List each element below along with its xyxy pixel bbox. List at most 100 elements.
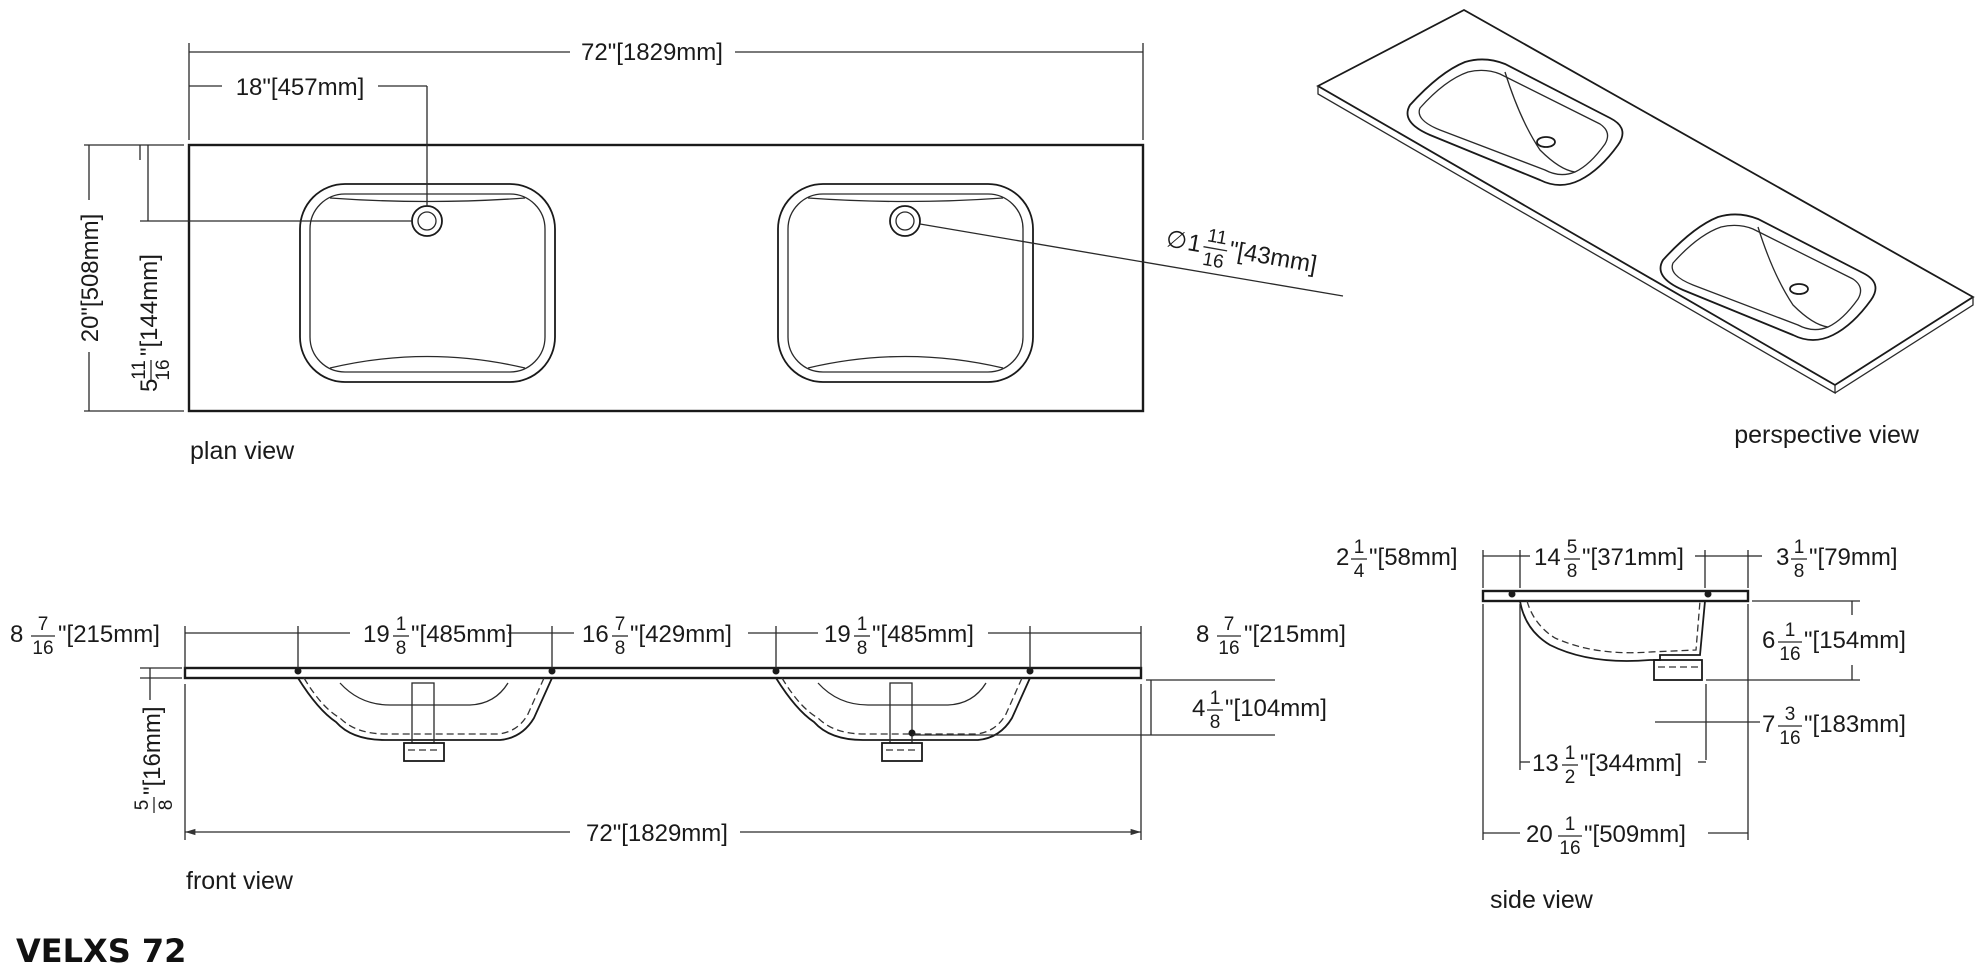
front-thickness-label: 5 8 "[16mm] [132, 706, 177, 813]
svg-text:7: 7 [1224, 614, 1235, 635]
svg-text:16: 16 [153, 359, 174, 380]
svg-text:14: 14 [1534, 544, 1561, 571]
svg-text:4: 4 [1354, 561, 1365, 582]
svg-text:8: 8 [156, 800, 177, 811]
svg-text:19: 19 [824, 621, 851, 648]
svg-text:16: 16 [32, 638, 53, 659]
svg-text:"[43mm]: "[43mm] [1227, 236, 1319, 278]
side-overall-label: 20 1 16 "[509mm] [1526, 814, 1686, 859]
plan-left-bowl [299, 183, 556, 383]
svg-text:2: 2 [1565, 767, 1576, 788]
svg-text:3: 3 [1785, 704, 1796, 725]
svg-text:8: 8 [615, 638, 626, 659]
side-drain-position-label: 7 3 16 "[183mm] [1762, 704, 1906, 749]
svg-text:8: 8 [857, 638, 868, 659]
svg-text:1: 1 [1210, 688, 1221, 709]
front-between-bowls-label: 16 7 8 "[429mm] [582, 614, 732, 659]
svg-text:16: 16 [582, 621, 609, 648]
svg-text:1: 1 [396, 614, 407, 635]
svg-text:1: 1 [1354, 537, 1365, 558]
svg-text:6: 6 [1762, 627, 1775, 654]
svg-text:1: 1 [1565, 814, 1576, 835]
plan-drain-offset-label: 18"[457mm] [236, 74, 365, 101]
plan-left-drain-icon [411, 205, 443, 237]
svg-text:11: 11 [129, 360, 150, 380]
side-front-edge-label: 3 1 8 "[79mm] [1776, 537, 1898, 582]
svg-text:"[79mm]: "[79mm] [1809, 544, 1898, 571]
svg-text:11: 11 [1206, 225, 1229, 249]
perspective-left-bowl [1406, 58, 1624, 186]
plan-countertop-outline [187, 143, 1145, 413]
front-bowl-left-label: 19 1 8 "[485mm] [363, 614, 513, 659]
svg-text:1: 1 [1565, 743, 1576, 764]
svg-text:16: 16 [1779, 644, 1800, 665]
svg-text:3: 3 [1776, 544, 1789, 571]
plan-right-bowl [777, 183, 1034, 383]
front-bowl-right-label: 19 1 8 "[485mm] [824, 614, 974, 659]
front-right-bowl [772, 667, 1034, 762]
svg-text:"[144mm]: "[144mm] [136, 254, 163, 356]
side-inner-label: 13 1 2 "[344mm] [1532, 743, 1682, 788]
front-edge-left-label: 8 7 16 "[215mm] [10, 614, 160, 659]
svg-text:"[154mm]: "[154mm] [1804, 627, 1906, 654]
svg-text:1: 1 [1186, 229, 1204, 258]
svg-text:1: 1 [1785, 620, 1796, 641]
svg-text:5: 5 [132, 800, 153, 811]
svg-text:"[485mm]: "[485mm] [411, 621, 513, 648]
svg-text:"[183mm]: "[183mm] [1804, 711, 1906, 738]
svg-text:8: 8 [396, 638, 407, 659]
svg-text:"[215mm]: "[215mm] [1244, 621, 1346, 648]
front-view-label: front view [186, 867, 294, 895]
svg-text:1: 1 [1794, 537, 1805, 558]
side-view: 2 1 4 "[58mm] 14 5 8 "[371mm] 3 1 8 "[79… [1336, 537, 1906, 914]
plan-drain-depth-label: 5 11 16 "[144mm] [129, 254, 174, 392]
svg-text:16: 16 [1779, 728, 1800, 749]
svg-text:16: 16 [1201, 249, 1225, 273]
perspective-right-bowl [1659, 213, 1877, 341]
plan-overall-width-label: 72"[1829mm] [581, 39, 723, 66]
svg-text:"[429mm]: "[429mm] [630, 621, 732, 648]
svg-text:"[371mm]: "[371mm] [1582, 544, 1684, 571]
svg-text:8: 8 [10, 621, 23, 648]
svg-text:16: 16 [1218, 638, 1239, 659]
svg-text:"[485mm]: "[485mm] [872, 621, 974, 648]
side-bowl-profile [1508, 590, 1712, 681]
front-bowl-depth-label: 4 1 8 "[104mm] [1192, 688, 1327, 733]
product-title: VELXS 72 [16, 932, 186, 970]
svg-text:8: 8 [1794, 561, 1805, 582]
front-left-bowl [294, 667, 556, 762]
svg-text:5: 5 [136, 379, 163, 392]
svg-text:2: 2 [1336, 544, 1349, 571]
side-depth-label: 6 1 16 "[154mm] [1762, 620, 1906, 665]
svg-text:7: 7 [1762, 711, 1775, 738]
svg-text:7: 7 [38, 614, 49, 635]
side-back-edge-label: 2 1 4 "[58mm] [1336, 537, 1458, 582]
front-edge-right-label: 8 7 16 "[215mm] [1196, 614, 1346, 659]
svg-text:"[344mm]: "[344mm] [1580, 750, 1682, 777]
svg-text:1: 1 [857, 614, 868, 635]
perspective-view-label: perspective view [1734, 421, 1920, 449]
svg-text:∅: ∅ [1164, 225, 1189, 255]
svg-text:16: 16 [1559, 838, 1580, 859]
front-countertop-edge [183, 666, 1143, 680]
svg-text:5: 5 [1567, 537, 1578, 558]
perspective-left-drain-icon [1536, 136, 1556, 148]
front-view: 8 7 16 "[215mm] 19 1 8 "[485mm] 16 7 8 "… [10, 614, 1346, 895]
svg-text:19: 19 [363, 621, 390, 648]
plan-depth-label: 20"[508mm] [77, 214, 104, 343]
svg-text:"[509mm]: "[509mm] [1584, 821, 1686, 848]
side-countertop-edge [1481, 589, 1750, 603]
front-overall-width-label: 72"[1829mm] [586, 820, 728, 847]
svg-text:7: 7 [615, 614, 626, 635]
svg-text:13: 13 [1532, 750, 1559, 777]
svg-text:4: 4 [1192, 695, 1205, 722]
svg-text:8: 8 [1567, 561, 1578, 582]
perspective-right-drain-icon [1789, 283, 1809, 295]
side-bowl-length-label: 14 5 8 "[371mm] [1534, 537, 1684, 582]
svg-text:"[58mm]: "[58mm] [1369, 544, 1458, 571]
svg-text:20: 20 [1526, 821, 1553, 848]
svg-text:"[215mm]: "[215mm] [58, 621, 160, 648]
svg-text:8: 8 [1210, 712, 1221, 733]
svg-text:8: 8 [1196, 621, 1209, 648]
svg-text:"[104mm]: "[104mm] [1225, 695, 1327, 722]
